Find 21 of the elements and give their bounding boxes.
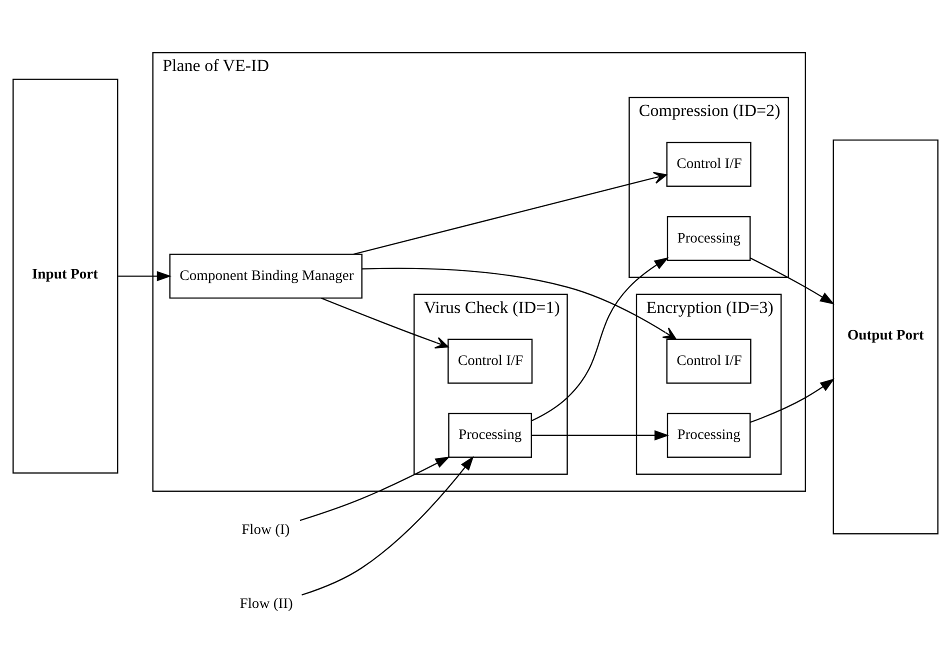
node-box: Processing bbox=[666, 412, 751, 458]
arrow bbox=[531, 430, 670, 440]
arrow bbox=[353, 172, 668, 255]
node-box: Component Binding Manager bbox=[169, 254, 362, 299]
node-box: Processing bbox=[666, 216, 751, 261]
node-text: Flow (II) bbox=[240, 596, 293, 612]
arrow bbox=[300, 456, 450, 521]
arrow bbox=[531, 257, 669, 422]
node-box: Control I/F bbox=[448, 338, 533, 384]
arrow bbox=[362, 268, 676, 340]
node-box: Control I/F bbox=[666, 142, 752, 187]
node-text: Flow (I) bbox=[242, 522, 290, 538]
node-box: Control I/F bbox=[666, 338, 752, 384]
node-box: Output Port bbox=[832, 139, 938, 534]
arrow bbox=[750, 258, 835, 304]
arrow bbox=[320, 298, 449, 349]
node-box: Input Port bbox=[12, 78, 118, 474]
arrow bbox=[118, 271, 172, 282]
node-box: Processing bbox=[448, 412, 532, 458]
arrow bbox=[750, 378, 835, 423]
arrow bbox=[302, 456, 474, 596]
